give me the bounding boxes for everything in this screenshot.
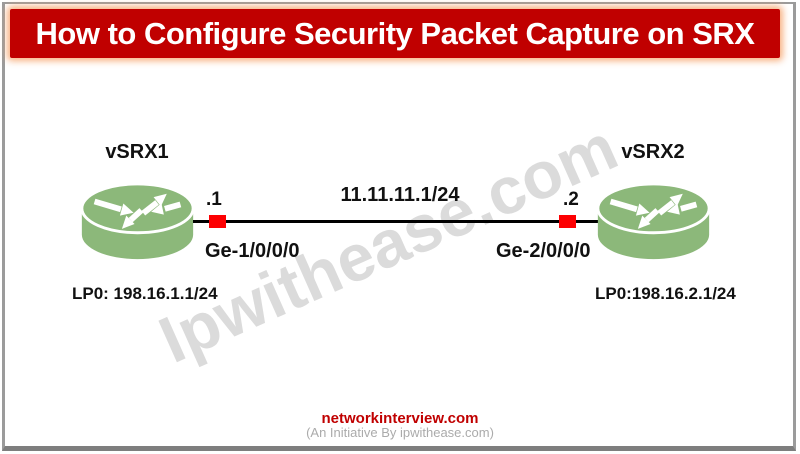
- ip-suffix-left: .1: [206, 189, 222, 210]
- router-icon: [80, 182, 195, 260]
- interface-label-vsrx1: Ge-1/0/0/0: [205, 240, 300, 262]
- footer-site-link: networkinterview.com: [321, 410, 479, 427]
- footer-tagline: (An Initiative By ipwithease.com): [306, 425, 494, 440]
- title-banner: How to Configure Security Packet Capture…: [10, 9, 780, 58]
- link-line: [193, 220, 605, 223]
- router-icon: [596, 182, 711, 260]
- ip-suffix-right: .2: [563, 189, 579, 210]
- link-endpoint-right: [559, 215, 576, 228]
- device-label-vsrx1: vSRX1: [105, 141, 169, 163]
- loopback-label-vsrx2: LP0:198.16.2.1/24: [595, 284, 736, 303]
- loopback-label-vsrx1: LP0: 198.16.1.1/24: [72, 284, 218, 303]
- router-arrows-icon: [609, 193, 698, 229]
- page-title: How to Configure Security Packet Capture…: [35, 15, 755, 51]
- device-label-vsrx2: vSRX2: [621, 141, 685, 163]
- link-endpoint-left: [209, 215, 226, 228]
- link-subnet-label: 11.11.11.1/24: [340, 184, 460, 206]
- router-arrows-icon: [93, 193, 182, 229]
- interface-label-vsrx2: Ge-2/0/0/0: [496, 240, 591, 262]
